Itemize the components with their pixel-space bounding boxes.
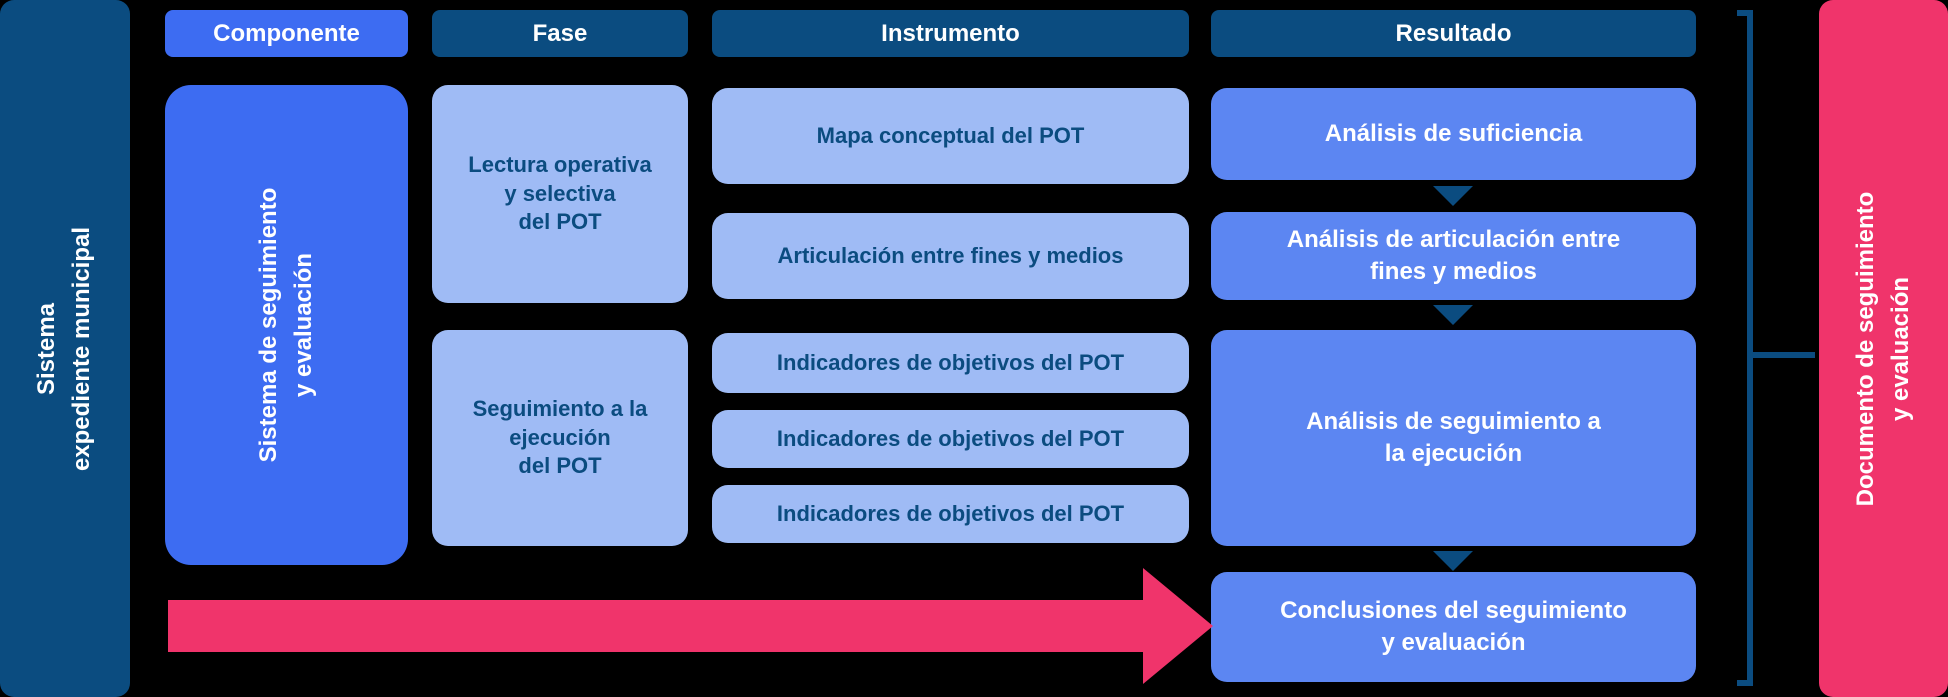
componente-box-label: Sistema de seguimiento y evaluación <box>254 187 317 463</box>
resultado-box-conclusiones: Conclusiones del seguimiento y evaluació… <box>1211 572 1696 682</box>
right-bar-documento-seguimiento: Documento de seguimiento y evaluación <box>1819 0 1948 697</box>
header-resultado: Resultado <box>1211 10 1696 57</box>
bracket-connector <box>1753 352 1815 358</box>
right-bar-label: Documento de seguimiento y evaluación <box>1851 191 1914 506</box>
down-arrow-icon <box>1433 551 1473 571</box>
fase-box-lectura-operativa: Lectura operativa y selectiva del POT <box>432 85 688 303</box>
header-componente: Componente <box>165 10 408 57</box>
left-bar-sistema-expediente: Sistema expediente municipal <box>0 0 130 697</box>
down-arrow-icon <box>1433 186 1473 206</box>
flow-arrow-shaft <box>168 600 1143 652</box>
instrumento-box-indicadores-1: Indicadores de objetivos del POT <box>712 333 1189 393</box>
fase-box-seguimiento-ejecucion: Seguimiento a la ejecución del POT <box>432 330 688 546</box>
resultado-box-seguimiento-ejecucion: Análisis de seguimiento a la ejecución <box>1211 330 1696 546</box>
header-fase: Fase <box>432 10 688 57</box>
instrumento-box-indicadores-2: Indicadores de objetivos del POT <box>712 410 1189 468</box>
flow-arrow-head-icon <box>1143 568 1213 684</box>
down-arrow-icon <box>1433 305 1473 325</box>
componente-box: Sistema de seguimiento y evaluación <box>165 85 408 565</box>
instrumento-box-mapa-conceptual: Mapa conceptual del POT <box>712 88 1189 184</box>
left-bar-label: Sistema expediente municipal <box>33 226 95 471</box>
header-instrumento: Instrumento <box>712 10 1189 57</box>
resultado-box-articulacion: Análisis de articulación entre fines y m… <box>1211 212 1696 300</box>
resultado-box-suficiencia: Análisis de suficiencia <box>1211 88 1696 180</box>
bracket <box>1737 10 1753 686</box>
instrumento-box-indicadores-3: Indicadores de objetivos del POT <box>712 485 1189 543</box>
instrumento-box-articulacion: Articulación entre fines y medios <box>712 213 1189 299</box>
